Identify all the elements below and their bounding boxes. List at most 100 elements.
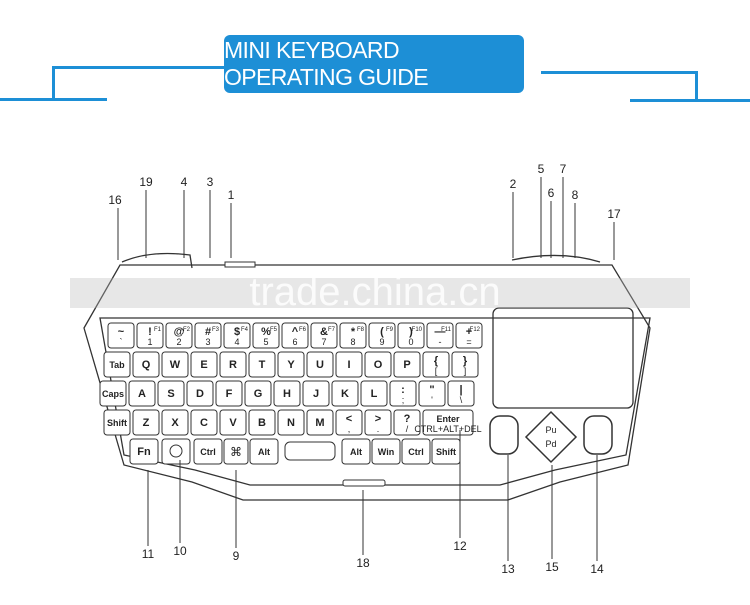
key-r2-5-label: T — [259, 359, 266, 371]
key-r3-2[interactable]: S — [157, 380, 185, 407]
key-r2-2-label: W — [170, 359, 181, 371]
key-r1-8-label: * — [351, 326, 356, 338]
callout-4: 4 — [181, 175, 188, 189]
touchpad[interactable] — [492, 307, 634, 409]
right-mouse-button[interactable] — [583, 415, 613, 455]
key-r2-9[interactable]: O — [364, 351, 392, 378]
key-r2-8[interactable]: I — [335, 351, 363, 378]
key-r2-2[interactable]: W — [161, 351, 189, 378]
banner-line-left-bottom — [0, 98, 107, 101]
key-fn[interactable]: Fn — [129, 438, 159, 465]
key-r4-3[interactable]: C — [190, 409, 218, 436]
key-r1-8[interactable]: *8 — [339, 322, 367, 349]
key-r3-12-sublabel: \ — [460, 395, 463, 405]
key-r4-0[interactable]: Shift — [103, 409, 131, 436]
dpad[interactable] — [524, 410, 578, 464]
key-r1-1[interactable]: !1 — [136, 322, 164, 349]
key-r1-10-label: ) — [409, 326, 413, 338]
callout-11: 11 — [142, 547, 155, 561]
key-alt-right[interactable]: Alt — [341, 438, 371, 465]
key-r2-1[interactable]: Q — [132, 351, 160, 378]
key-r3-8[interactable]: K — [331, 380, 359, 407]
key-r3-9[interactable]: L — [360, 380, 388, 407]
key-r1-0[interactable]: ~` — [107, 322, 135, 349]
key-globe[interactable] — [161, 438, 191, 465]
callout-12: 12 — [453, 539, 467, 553]
key-shift-right[interactable]: Shift — [431, 438, 461, 465]
key-r4-4[interactable]: V — [219, 409, 247, 436]
dpad-pageup-label: Pu — [545, 425, 556, 435]
key-r3-3[interactable]: D — [186, 380, 214, 407]
key-r3-6[interactable]: H — [273, 380, 301, 407]
key-r3-11[interactable]: "' — [418, 380, 446, 407]
key-r1-10[interactable]: )0 — [397, 322, 425, 349]
key-r2-0[interactable]: Tab — [103, 351, 131, 378]
key-r1-9[interactable]: (9 — [368, 322, 396, 349]
key-r3-4[interactable]: F — [215, 380, 243, 407]
banner-line-left-drop — [52, 66, 55, 100]
key-r4-2[interactable]: X — [161, 409, 189, 436]
key-r2-12[interactable]: }] — [451, 351, 479, 378]
key-r2-6[interactable]: Y — [277, 351, 305, 378]
watermark: trade.china.cn — [249, 270, 500, 314]
key-r1-2[interactable]: @2 — [165, 322, 193, 349]
key-r2-10-label: P — [403, 359, 410, 371]
callout-18: 18 — [356, 556, 370, 570]
key-r4-9[interactable]: >. — [364, 409, 392, 436]
key-r1-12[interactable]: += — [455, 322, 483, 349]
key-r2-0-label: Tab — [109, 360, 125, 370]
key-r4-7[interactable]: M — [306, 409, 334, 436]
key-r4-8[interactable]: <, — [335, 409, 363, 436]
key-r4-4-label: V — [229, 417, 237, 429]
key-ctrl-left[interactable]: Ctrl — [193, 438, 223, 465]
key-alt-left[interactable]: Alt — [249, 438, 279, 465]
key-r3-0[interactable]: Caps — [99, 380, 127, 407]
key-r2-4[interactable]: R — [219, 351, 247, 378]
key-r1-5-sublabel: 5 — [263, 337, 268, 347]
key-r1-3-label: # — [205, 326, 211, 338]
left-mouse-button[interactable] — [489, 415, 519, 455]
fn-key-label: F5 — [270, 327, 278, 333]
key-r1-4-sublabel: 4 — [234, 337, 239, 347]
key-r3-10[interactable]: :; — [389, 380, 417, 407]
key-r1-6[interactable]: ^6 — [281, 322, 309, 349]
key-r3-6-label: H — [283, 388, 291, 400]
key-r1-4[interactable]: $4 — [223, 322, 251, 349]
key-r4-1[interactable]: Z — [132, 409, 160, 436]
key-r2-11[interactable]: {[ — [422, 351, 450, 378]
key-r2-12-label: } — [463, 355, 468, 367]
key-r4-5[interactable]: B — [248, 409, 276, 436]
key-r3-5[interactable]: G — [244, 380, 272, 407]
key-cmd[interactable] — [223, 438, 249, 465]
key-r4-10[interactable]: ?/ — [393, 409, 421, 436]
key-r3-12[interactable]: |\ — [447, 380, 475, 407]
power-switch[interactable] — [342, 479, 386, 487]
key-r1-5-label: % — [261, 326, 271, 338]
key-r3-7[interactable]: J — [302, 380, 330, 407]
key-ctrl-right[interactable]: Ctrl — [401, 438, 431, 465]
key-r2-5[interactable]: T — [248, 351, 276, 378]
key-r1-3[interactable]: #3 — [194, 322, 222, 349]
key-r2-7[interactable]: U — [306, 351, 334, 378]
key-r4-0-label: Shift — [107, 418, 127, 428]
fn-key-label: F10 — [412, 327, 423, 333]
key-r3-11-sublabel: ' — [431, 395, 433, 405]
key-r4-6[interactable]: N — [277, 409, 305, 436]
key-win[interactable]: Win — [371, 438, 401, 465]
key-r3-7-label: J — [313, 388, 319, 400]
key-r1-11[interactable]: —- — [426, 322, 454, 349]
spacebar-key[interactable] — [284, 441, 336, 461]
key-r1-7[interactable]: &7 — [310, 322, 338, 349]
key-r3-1[interactable]: A — [128, 380, 156, 407]
key-shift-right-label: Shift — [436, 447, 456, 457]
banner-line-left-top — [52, 66, 224, 69]
key-r1-5[interactable]: %5 — [252, 322, 280, 349]
fn-key-label: F3 — [212, 327, 220, 333]
key-r1-11-label: — — [435, 326, 446, 338]
key-r2-3[interactable]: E — [190, 351, 218, 378]
key-r1-2-label: @ — [174, 326, 185, 338]
key-r3-10-sublabel: ; — [402, 395, 405, 405]
key-r2-10[interactable]: P — [393, 351, 421, 378]
